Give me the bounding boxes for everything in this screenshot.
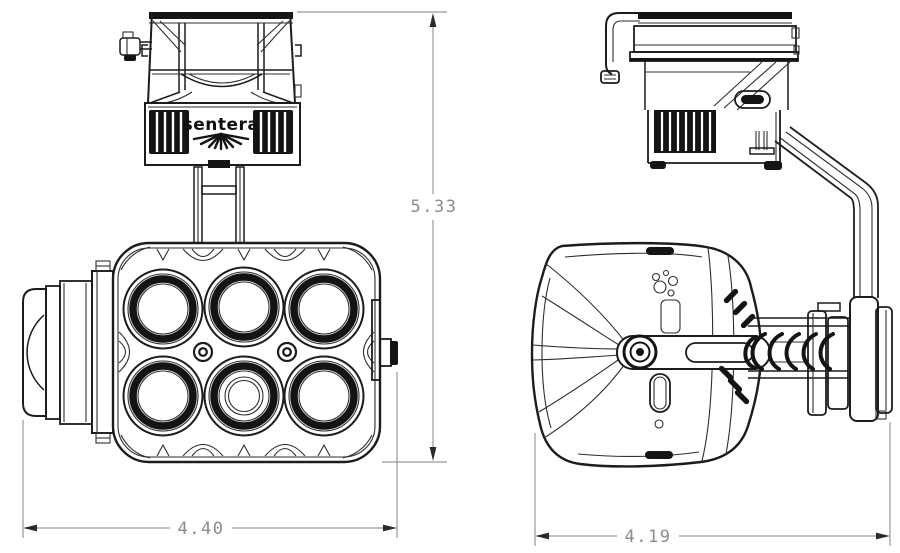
dimension-label-front-width: 4.40 [178,519,225,539]
front-stem [193,166,245,244]
front-mount-assembly: sentera [119,11,302,168]
mount-connector [119,31,152,61]
side-heatsink-fins [654,110,716,153]
arrow-right-icon [876,532,890,540]
arrow-left-icon [535,532,549,540]
camera-lens-bottom-left [122,355,204,437]
dimension-label-height: 5.33 [411,197,458,217]
side-button [734,90,771,109]
cable-hook [605,12,640,75]
dimension-height: 5.33 [297,11,458,463]
side-mount-top-band [638,12,792,19]
camera-lens-top-middle [203,266,285,348]
sentera-fan-icon [192,132,250,151]
sensor-dot-left [192,341,214,363]
barrel-lens-dome [26,314,45,391]
dimension-side-width: 4.19 [534,422,891,547]
sensor-dot-right [276,341,298,363]
mount-top-band [149,12,293,19]
pod-pivot [622,334,658,370]
heatsink-fins-left [149,110,189,154]
dimension-label-side-width: 4.19 [625,527,672,547]
camera-lens-top-left [122,268,204,350]
sentera-logo-text: sentera [183,115,260,135]
stem-socket [208,160,230,168]
front-camera-body [111,241,382,464]
side-view-drawing [530,12,893,468]
arrow-left-icon [23,524,37,532]
cable-coil [743,332,835,371]
arrow-up-icon [429,13,437,27]
heatsink-fins-right [253,110,293,154]
front-view-drawing: sentera [22,11,398,464]
arrow-down-icon [429,447,437,461]
pod-port-slot [649,373,671,413]
camera-lens-top-right [283,268,365,350]
pod-door [660,299,681,334]
side-lens-barrel [22,260,114,444]
camera-pod [530,241,771,468]
gimbal-arm [774,126,879,298]
dimension-front-width: 4.40 [22,372,398,539]
camera-lens-bottom-right [283,355,365,437]
arrow-right-icon [383,524,397,532]
camera-lens-bottom-middle [203,355,285,437]
side-connector-knob [371,299,398,381]
body-scallops [118,246,375,459]
side-mount-assembly [600,12,800,170]
pod-detail-circles [651,269,679,297]
